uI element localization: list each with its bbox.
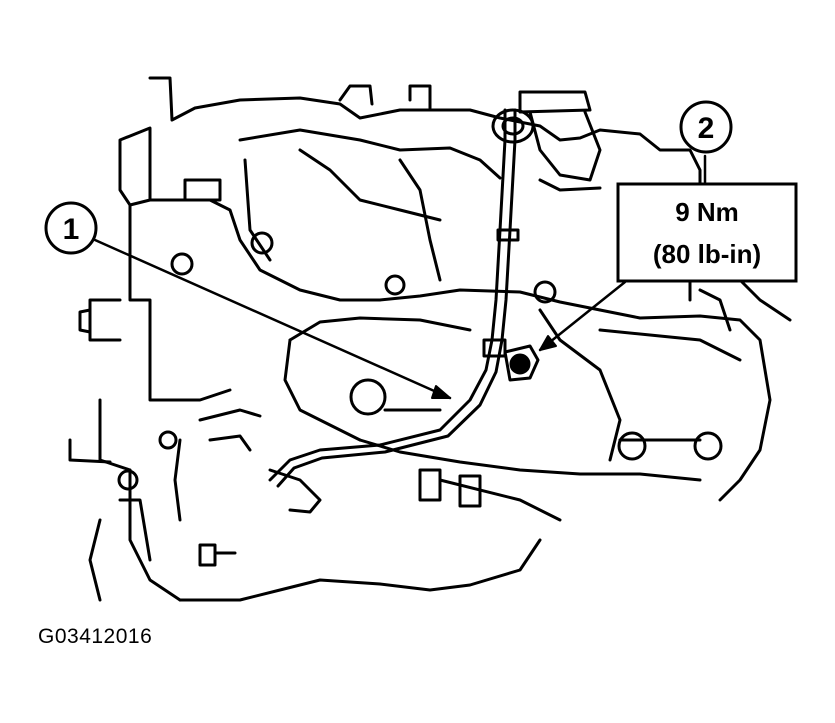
callout-2-number: 2 bbox=[698, 112, 715, 145]
engine-block bbox=[68, 248, 792, 602]
callout-1-leader bbox=[93, 238, 452, 400]
bracket-bolt[interactable] bbox=[503, 344, 540, 382]
callout-2-bubble: 2 bbox=[679, 100, 733, 154]
intake-manifold bbox=[118, 76, 702, 342]
dipstick-tube[interactable] bbox=[268, 108, 535, 488]
torque-metric: 9 Nm bbox=[675, 197, 739, 227]
callout-2-leader bbox=[538, 154, 707, 352]
oil-filler-neck bbox=[518, 90, 602, 192]
callout-1-bubble: 1 bbox=[44, 201, 98, 255]
figure-id: G03412016 bbox=[38, 625, 153, 648]
torque-spec-box: 9 Nm (80 lb-in) bbox=[616, 182, 798, 283]
callout-1-number: 1 bbox=[63, 213, 80, 246]
torque-imperial: (80 lb-in) bbox=[653, 239, 761, 269]
